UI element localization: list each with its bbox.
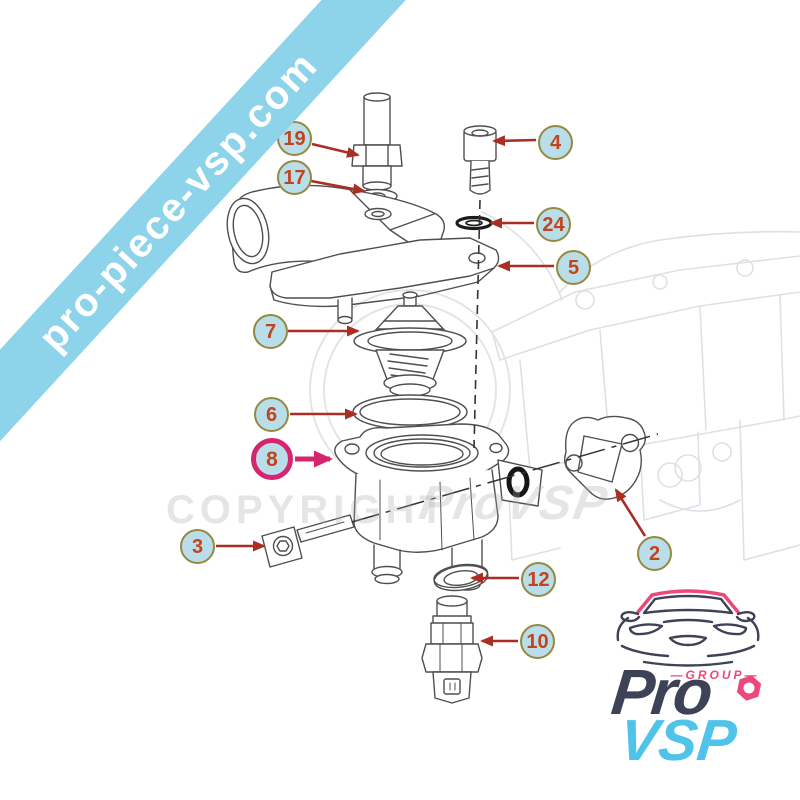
part-2-gasket [563,415,647,500]
car-icon [616,589,760,667]
part-7-thermostat [353,291,467,397]
vertical-axis-dashed-line [473,199,481,449]
callout-arrow-17 [310,179,366,195]
callout-3: 3 [180,529,215,564]
callout-24: 24 [536,207,571,242]
part-10-temp-sensor [421,595,483,704]
callout-arrows [216,135,647,647]
part-3-bolt [261,514,355,568]
callout-2: 2 [637,536,672,571]
callout-arrow-19 [311,142,360,158]
copyright-watermark: COPYRIGHT [166,488,449,532]
part-12-seal-washer [433,563,489,592]
callout-5: 5 [556,250,591,285]
part-24-seal-ring [455,215,493,231]
callout-arrow-2 [614,488,647,537]
logo-group-label: —GROUP— [670,668,760,682]
callout-6: 6 [254,397,289,432]
assembly-axis-lines [351,199,659,523]
callout-10: 10 [520,624,555,659]
logo-vsp-text: VSP [616,708,740,773]
callout-12: 12 [521,562,556,597]
callout-8-highlighted: 8 [251,438,293,480]
nut-icon [736,675,762,701]
callout-7: 7 [253,314,288,349]
bolt-axis-line [351,433,659,523]
part-5-thermostat-cover [226,184,500,325]
callout-arrow-4 [492,135,537,147]
part-4-bolt [463,125,497,195]
brand-watermark: ProVSP [415,477,613,530]
callout-4: 4 [538,125,573,160]
callout-17: 17 [277,160,312,195]
